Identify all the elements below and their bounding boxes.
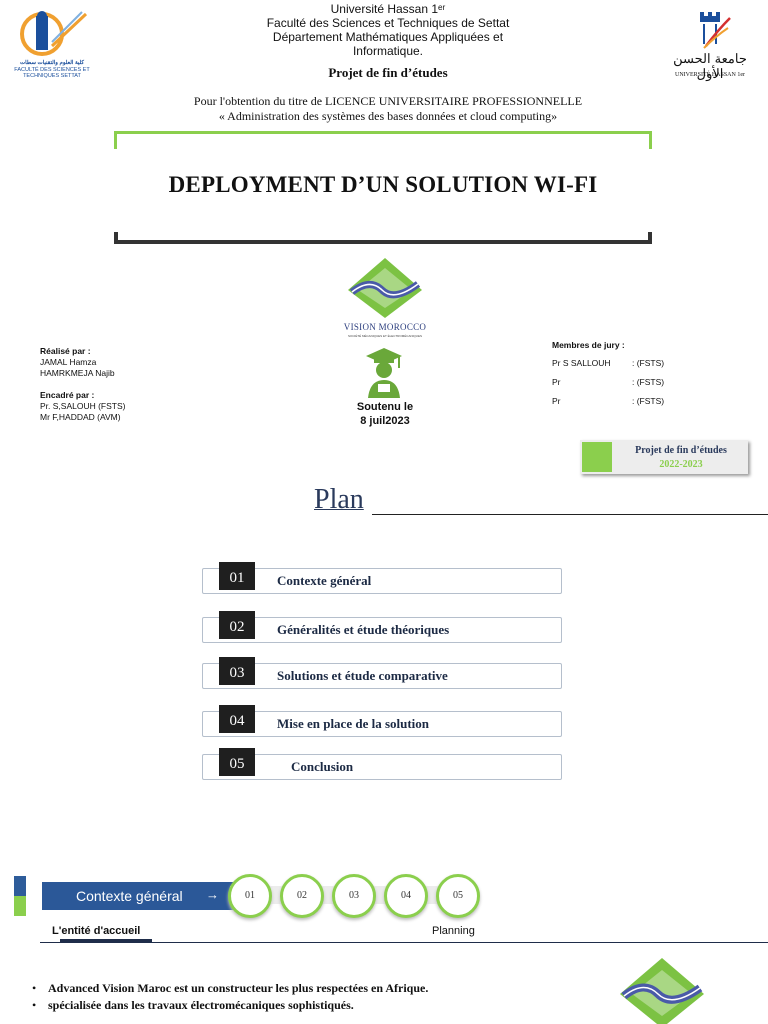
list-item: spécialisée dans les travaux électroméca…: [30, 997, 428, 1014]
fsts-logo: كلية العلوم والتقنيات سطات FACULTÉ DES S…: [12, 6, 92, 90]
uh1-logo: جامعة الحسن الأول UNIVERSITÉ HASSAN 1er: [660, 6, 760, 84]
section-accent-blue: [14, 876, 26, 896]
jury-member: Pr : (FSTS): [552, 377, 692, 396]
plan-item-solutions[interactable]: 03 Solutions et étude comparative: [202, 657, 562, 689]
jury-member-name: Pr S SALLOUH: [552, 358, 611, 368]
department-line-1: Département Mathématiques Appliquées et: [272, 30, 504, 44]
authors-heading: Réalisé par :: [40, 346, 91, 356]
company-description-list: Advanced Vision Maroc est un constructeu…: [30, 980, 428, 1014]
degree-statement: Pour l'obtention du titre de LICENCE UNI…: [110, 94, 666, 124]
plan-item-number: 02: [219, 611, 255, 639]
badge-title: Projet de fin d’études: [635, 445, 727, 456]
faculty-name: Faculté des Sciences et Techniques de Se…: [266, 16, 510, 30]
company-logo: VISION MOROCCO SOCIÉTÉ MÉCANIQUES ET ÉLE…: [340, 256, 430, 342]
fsts-french-name: FACULTÉ DES SCIENCES ET TECHNIQUES SETTA…: [14, 66, 90, 80]
jury-member-name: Pr: [552, 377, 561, 387]
jury-member-affiliation: : (FSTS): [632, 358, 665, 368]
specialty-line: « Administration des systèmes des bases …: [218, 109, 558, 123]
plan-item-label: Contexte général: [277, 573, 372, 588]
plan-item-generalites[interactable]: 02 Généralités et étude théoriques: [202, 611, 562, 643]
project-title: DEPLOYMENT D’UN SOLUTION WI-FI: [168, 172, 598, 197]
company-logo-small: [612, 956, 712, 1024]
step-circle-04[interactable]: 04: [384, 874, 428, 918]
section-banner: Contexte général →: [42, 882, 252, 910]
department-line-2: Informatique.: [352, 44, 424, 58]
jury-member: Pr S SALLOUH : (FSTS): [552, 358, 692, 377]
authors-block: Réalisé par : JAMAL Hamza HAMRKMEJA Naji…: [40, 346, 115, 379]
badge-years: 2022-2023: [659, 459, 703, 470]
uh1-arabic-name: جامعة الحسن الأول: [673, 52, 747, 82]
university-name: Université Hassan 1ᵉʳ: [330, 2, 446, 16]
jury-member: Pr : (FSTS): [552, 396, 692, 415]
graduate-icon: [364, 346, 404, 398]
supervisors-heading: Encadré par :: [40, 390, 95, 400]
jury-member-name: Pr: [552, 396, 561, 406]
defense-date: Soutenu le 8 juil2023: [340, 400, 430, 428]
supervisor-name: Mr F,HADDAD (AVM): [40, 412, 121, 422]
jury-heading: Membres de jury :: [552, 340, 625, 350]
title-bottom-bracket: [114, 232, 652, 244]
section-accent-green: [14, 896, 26, 916]
plan-item-contexte[interactable]: 01 Contexte général: [202, 562, 562, 594]
pfe-title: Projet de fin d’études: [328, 65, 448, 80]
plan-title-rule: [372, 514, 768, 515]
plan-item-label: Solutions et étude comparative: [277, 668, 448, 683]
fsts-arabic-name: كلية العلوم والتقنيات سطات: [19, 60, 84, 66]
pfe-year-badge: Projet de fin d’études 2022-2023: [580, 440, 748, 474]
plan-item-number: 04: [219, 705, 255, 733]
author-name: JAMAL Hamza: [40, 357, 97, 367]
badge-green-square: [582, 442, 612, 472]
company-name: VISION MOROCCO: [343, 322, 427, 332]
plan-item-conclusion[interactable]: 05 Conclusion: [202, 748, 562, 780]
defense-label: Soutenu le: [356, 401, 414, 413]
degree-line: Pour l'obtention du titre de LICENCE UNI…: [193, 94, 583, 108]
defense-date-value: 8 juil2023: [360, 415, 410, 427]
supervisor-name: Pr. S,SALOUH (FSTS): [40, 401, 126, 411]
supervisors-block: Encadré par : Pr. S,SALOUH (FSTS) Mr F,H…: [40, 390, 126, 423]
plan-item-number: 05: [219, 748, 255, 776]
author-name: HAMRKMEJA Najib: [40, 368, 115, 378]
uh1-french-name: UNIVERSITÉ HASSAN 1er: [675, 72, 745, 78]
tab-entite-accueil[interactable]: L'entité d'accueil: [52, 925, 141, 937]
plan-title: Plan: [314, 484, 364, 515]
arrow-right-icon: →: [206, 887, 219, 902]
tab-planning[interactable]: Planning: [432, 925, 475, 937]
plan-item-mise-en-place[interactable]: 04 Mise en place de la solution: [202, 705, 562, 737]
avm-diamond-icon: [620, 958, 704, 1024]
fsts-emblem-icon: [20, 11, 88, 56]
active-tab-underline: [60, 939, 152, 943]
plan-item-number: 01: [219, 562, 255, 590]
section-banner-label: Contexte général: [76, 888, 183, 904]
avm-diamond-icon: [348, 258, 422, 318]
title-top-bracket: [114, 131, 652, 149]
plan-item-number: 03: [219, 657, 255, 685]
jury-member-affiliation: : (FSTS): [632, 396, 665, 406]
plan-item-label: Mise en place de la solution: [277, 716, 430, 731]
step-circle-02[interactable]: 02: [280, 874, 324, 918]
list-item: Advanced Vision Maroc est un constructeu…: [30, 980, 428, 997]
plan-item-label: Conclusion: [291, 759, 354, 774]
step-circle-01[interactable]: 01: [228, 874, 272, 918]
jury-member-affiliation: : (FSTS): [632, 377, 665, 387]
uh1-emblem-icon: [700, 12, 731, 49]
step-circle-05[interactable]: 05: [436, 874, 480, 918]
university-header: Université Hassan 1ᵉʳ Faculté des Scienc…: [240, 2, 536, 58]
section-rule: [40, 942, 768, 943]
step-circle-03[interactable]: 03: [332, 874, 376, 918]
jury-block: Membres de jury : Pr S SALLOUH : (FSTS) …: [552, 340, 692, 415]
company-tagline: SOCIÉTÉ MÉCANIQUES ET ÉLECTROMÉCANIQUES: [348, 334, 422, 338]
plan-item-label: Généralités et étude théoriques: [277, 622, 450, 637]
